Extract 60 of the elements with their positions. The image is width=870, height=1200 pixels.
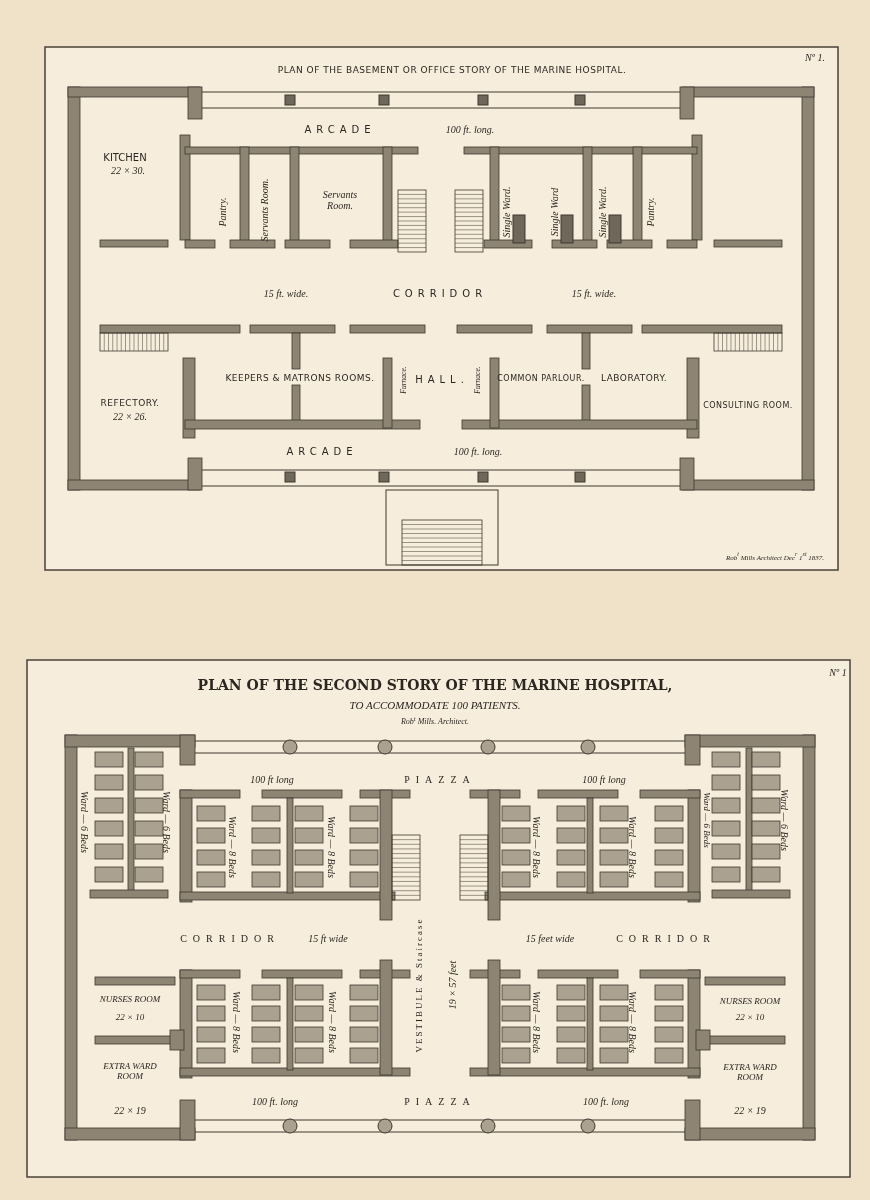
area-label: ARCADE <box>304 123 376 135</box>
note-text: Single Ward. <box>596 186 608 238</box>
note-text: 22 × 30. <box>110 164 146 176</box>
note-text: 100 ft. long <box>252 1095 298 1107</box>
note-text: Ward — 6 Beds <box>778 789 790 851</box>
note-text: 15 feet wide <box>525 932 575 944</box>
note-text: Ward — 6 Beds <box>160 791 172 853</box>
note-text: EXTRA WARD ROOM <box>102 1062 158 1082</box>
note-text: 100 ft long <box>582 773 626 785</box>
note-text: 22 × 26. <box>112 410 148 422</box>
note-text: TO ACCOMMODATE 100 PATIENTS. <box>349 698 521 712</box>
area-label: ARCADE <box>286 445 358 457</box>
room-label: CONSULTING ROOM. <box>703 401 793 411</box>
area-label: CORRIDOR <box>616 932 716 944</box>
note-text: Ward — 8 Beds <box>325 816 337 878</box>
room-label: PLAN OF THE BASEMENT OR OFFICE STORY OF THE MARINE HOSPITAL. <box>277 66 627 76</box>
note-text: Rob$^{t}$ Mills. Architect. <box>400 714 470 728</box>
note-text: Ward — 8 Beds <box>626 816 638 878</box>
note-text: Single Ward <box>548 187 560 237</box>
note-text: Ward — 8 Beds <box>530 816 542 878</box>
room-label: KITCHEN <box>103 151 147 163</box>
note-text: Pantry. <box>216 197 228 227</box>
area-label: PIAZZA <box>404 773 476 785</box>
area-label: CORRIDOR <box>180 932 280 944</box>
note-text: Servants Room. <box>258 178 270 242</box>
note-text: Pantry. <box>644 197 656 227</box>
area-label: HALL. <box>415 373 469 385</box>
area-label: VESTIBULE & Staircase <box>415 917 425 1053</box>
note-text: 15 ft wide <box>308 932 348 944</box>
note-text: Single Ward. <box>500 186 512 238</box>
note-text: 100 ft. long. <box>445 123 495 135</box>
note-text: 22 × 10 <box>735 1013 765 1023</box>
note-text: 19 × 57 feet <box>446 960 458 1010</box>
note-text: Ward — 8 Beds <box>226 816 238 878</box>
area-label: CORRIDOR <box>392 287 488 299</box>
note-text: EXTRA WARD ROOM <box>722 1063 778 1083</box>
note-text: 100 ft. long <box>583 1095 629 1107</box>
room-label: REFECTORY. <box>100 399 160 409</box>
note-text: NURSES ROOM <box>719 997 781 1007</box>
note-text: Ward — 8 Beds <box>626 991 638 1053</box>
note-text: 22 × 10 <box>115 1013 145 1023</box>
note-text: Ward — 6 Beds <box>78 791 90 853</box>
area-label: PIAZZA <box>404 1095 476 1107</box>
note-text: Nº 1. <box>805 51 825 63</box>
room-label: LABORATORY. <box>600 374 668 384</box>
note-text: NURSES ROOM <box>99 995 161 1005</box>
note-text: Servants Room. <box>321 189 359 211</box>
room-label: KEEPERS & MATRONS ROOMS. <box>225 374 375 384</box>
note-text: Ward — 8 Beds <box>326 991 338 1053</box>
note-text: Ward — 6 Beds <box>701 792 711 848</box>
note-text: 22 × 19 <box>114 1104 146 1116</box>
note-text: 100 ft long <box>250 773 294 785</box>
note-text: Ward — 8 Beds <box>530 991 542 1053</box>
note-text: 100 ft. long. <box>453 445 503 457</box>
note-text: 15 ft. wide. <box>571 287 617 299</box>
note-text: 22 × 19 <box>734 1104 766 1116</box>
note-text: Nº 1 <box>829 666 847 678</box>
note-text: 15 ft. wide. <box>263 287 309 299</box>
note-text: Ward — 8 Beds <box>230 991 242 1053</box>
plan-title: PLAN OF THE SECOND STORY OF THE MARINE HOSPITAL, <box>197 678 673 694</box>
